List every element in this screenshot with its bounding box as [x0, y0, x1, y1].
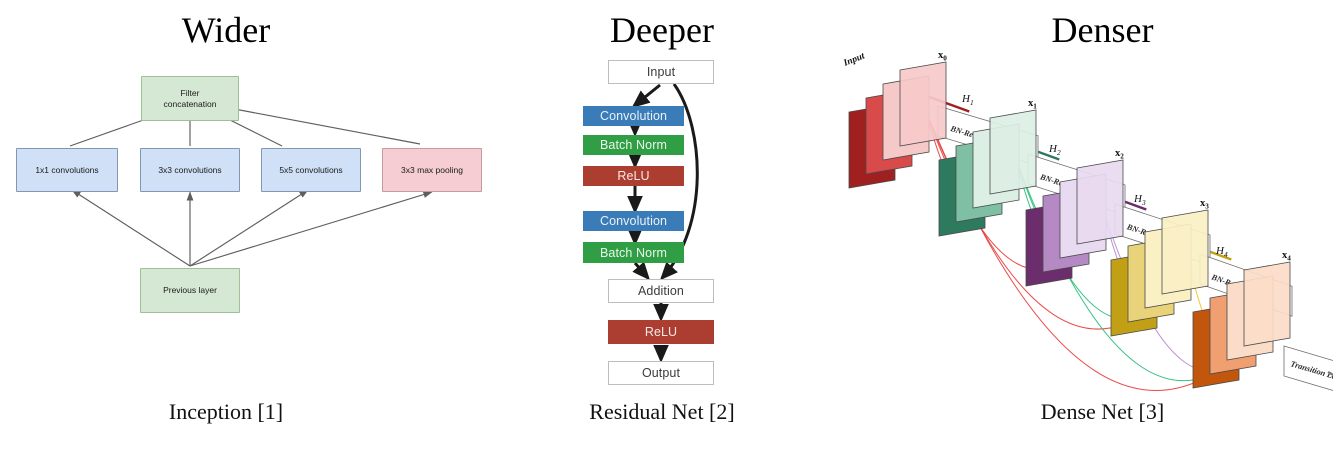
panel-title-deeper: Deeper: [610, 10, 714, 50]
resnet-diagram: Input Convolution Batch Norm ReLU Convol…: [452, 56, 872, 396]
densenet-x-sub-x4: 4: [1287, 255, 1291, 263]
dense-block-x4: [1192, 261, 1291, 389]
dense-block-x0: [848, 61, 947, 189]
filter-concat-line1: Filter: [180, 87, 200, 98]
densenet-x-label-x4: x4: [1282, 250, 1291, 263]
panel-inception: Wider: [0, 0, 482, 452]
feature-map-slab: [989, 109, 1037, 195]
resnet-node-batch-norm-1[interactable]: Batch Norm: [583, 135, 684, 155]
panel-caption-densenet: Dense Net [3]: [1040, 399, 1165, 424]
inception-node-previous-layer[interactable]: Previous layer: [140, 268, 240, 313]
inception-node-filter-concatenation[interactable]: Filter concatenation: [141, 76, 239, 121]
feature-map-slab: [899, 61, 947, 147]
inception-node-1x1-convolutions[interactable]: 1x1 convolutions: [16, 148, 118, 192]
densenet-h-label-1: H1: [961, 93, 974, 107]
dense-block-x3: [1110, 209, 1209, 337]
densenet-x-label-x3: x3: [1200, 198, 1209, 211]
dense-block-x1: [938, 109, 1037, 237]
densenet-x-sub-x1: 1: [1033, 103, 1037, 111]
inception-node-3x3-convolutions[interactable]: 3x3 convolutions: [140, 148, 240, 192]
resnet-node-relu-2[interactable]: ReLU: [608, 320, 714, 344]
densenet-x-sub-x2: 2: [1120, 153, 1124, 161]
resnet-node-output[interactable]: Output: [608, 361, 714, 385]
resnet-node-convolution-1[interactable]: Convolution: [583, 106, 684, 126]
densenet-h-label-4: H4: [1215, 245, 1228, 259]
densenet-h-sub-3: 3: [1141, 198, 1146, 207]
resnet-node-convolution-2[interactable]: Convolution: [583, 211, 684, 231]
densenet-x-label-x0: x0: [938, 50, 947, 63]
densenet-x-sub-x0: 0: [943, 55, 947, 63]
densenet-x-sub-x3: 3: [1205, 203, 1209, 211]
panel-caption-inception: Inception [1]: [168, 399, 284, 424]
panel-densenet: Denser BN-ReLU-ConvBN-ReLU-ConvBN-ReLU-C…: [841, 0, 1333, 452]
densenet-x-label-x2: x2: [1115, 148, 1124, 161]
resnet-node-batch-norm-2[interactable]: Batch Norm: [583, 242, 684, 263]
dense-block-x2: [1025, 159, 1124, 287]
filter-concat-line2: concatenation: [163, 98, 217, 109]
densenet-h-label-2: H2: [1048, 143, 1061, 157]
densenet-transition-plane: [1283, 345, 1333, 391]
dense-feature-map-stacks: [848, 61, 1291, 389]
densenet-h-sub-2: 2: [1057, 148, 1061, 157]
inception-arrows: [69, 102, 433, 267]
inception-node-5x5-convolutions[interactable]: 5x5 convolutions: [261, 148, 361, 192]
densenet-h-sub-1: 1: [970, 98, 974, 107]
inception-node-3x3-max-pooling[interactable]: 3x3 max pooling: [382, 148, 482, 192]
densenet-graphic: BN-ReLU-ConvBN-ReLU-ConvBN-ReLU-ConvBN-R…: [841, 50, 1333, 391]
densenet-diagram: BN-ReLU-ConvBN-ReLU-ConvBN-ReLU-ConvBN-R…: [841, 48, 1333, 391]
resnet-node-relu-1[interactable]: ReLU: [583, 166, 684, 186]
resnet-node-addition[interactable]: Addition: [608, 279, 714, 303]
densenet-h-label-3: H3: [1133, 193, 1146, 207]
panel-title-wider: Wider: [181, 10, 271, 50]
resnet-node-input[interactable]: Input: [608, 60, 714, 84]
feature-map-slab: [1161, 209, 1209, 295]
densenet-h-sub-4: 4: [1224, 250, 1228, 259]
inception-diagram: Filter concatenation 1x1 convolutions 3x…: [0, 66, 482, 356]
feature-map-slab: [1243, 261, 1291, 347]
feature-map-slab: [1076, 159, 1124, 245]
panel-title-denser: Denser: [1051, 10, 1154, 50]
densenet-x-label-x1: x1: [1028, 98, 1037, 111]
panel-resnet: Deeper: [452, 0, 872, 452]
panel-caption-resnet: Residual Net [2]: [589, 399, 735, 424]
